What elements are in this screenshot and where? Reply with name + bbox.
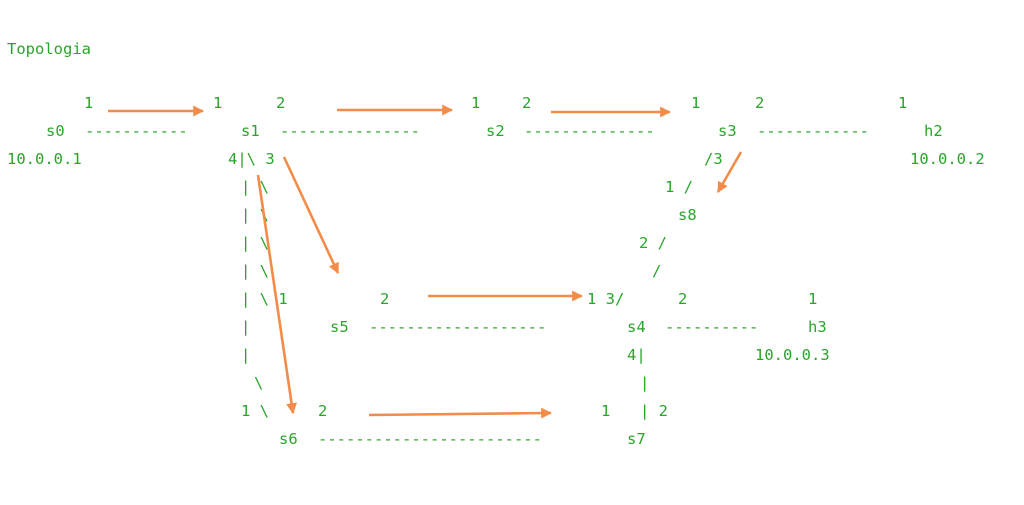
node-s4: s4 bbox=[627, 318, 646, 336]
node-s8: s8 bbox=[678, 206, 697, 224]
port-label: 1 bbox=[691, 94, 700, 112]
node-s5: s5 bbox=[330, 318, 349, 336]
arrow-s1-s6 bbox=[256, 174, 297, 415]
link-s1-s2: --------------- bbox=[280, 122, 420, 140]
link-segment: \ bbox=[254, 374, 263, 392]
link-segment: | bbox=[241, 346, 250, 364]
link-segment: | \ bbox=[241, 178, 269, 196]
link-s0-s1: ----------- bbox=[85, 122, 188, 140]
ip-s0: 10.0.0.1 bbox=[7, 150, 82, 168]
node-s6: s6 bbox=[279, 430, 298, 448]
link-s3-h2: ------------ bbox=[757, 122, 869, 140]
ip-h2: 10.0.0.2 bbox=[910, 150, 985, 168]
node-s2: s2 bbox=[486, 122, 505, 140]
link-segment: | \ 1 bbox=[241, 290, 288, 308]
port-label: 1 / bbox=[665, 178, 693, 196]
link-s6-s7: ------------------------ bbox=[318, 430, 542, 448]
ip-h3: 10.0.0.3 bbox=[755, 346, 830, 364]
page-title: Topologia bbox=[7, 40, 91, 58]
port-label: 1 bbox=[213, 94, 222, 112]
link-s4-h3: ---------- bbox=[665, 318, 758, 336]
node-s0: s0 bbox=[46, 122, 65, 140]
port-label: 2 bbox=[276, 94, 285, 112]
port-label: 2 bbox=[522, 94, 531, 112]
ascii-layer: Topologia 1 1 2 1 2 1 2 1 s0 -----------… bbox=[7, 40, 985, 448]
node-h3: h3 bbox=[808, 318, 827, 336]
port-label: 1 bbox=[601, 402, 610, 420]
node-s3: s3 bbox=[718, 122, 737, 140]
port-label: 2 bbox=[678, 290, 687, 308]
link-segment: | bbox=[241, 318, 250, 336]
node-s7: s7 bbox=[627, 430, 646, 448]
path-arrows bbox=[108, 104, 743, 419]
port-label: 2 bbox=[318, 402, 327, 420]
link-segment: | \ bbox=[241, 262, 269, 280]
link-s5-s4: ------------------- bbox=[369, 318, 546, 336]
link-segment: | \ bbox=[241, 234, 269, 252]
link-s2-s3: -------------- bbox=[524, 122, 655, 140]
node-s1: s1 bbox=[241, 122, 260, 140]
port-label: /3 bbox=[704, 150, 723, 168]
port-label: 1 bbox=[84, 94, 93, 112]
port-label: | 2 bbox=[640, 402, 668, 420]
arrow-s6-s7 bbox=[368, 407, 553, 419]
port-label: 2 bbox=[380, 290, 389, 308]
port-label: 4| bbox=[627, 346, 646, 364]
port-label: 1 bbox=[898, 94, 907, 112]
port-label: 2 / bbox=[639, 234, 667, 252]
link-segment: | bbox=[640, 374, 649, 392]
arrow-s3-s8 bbox=[716, 151, 743, 193]
link-segment: / bbox=[652, 262, 661, 280]
arrow-s1-s5 bbox=[282, 156, 340, 274]
port-label: 1 bbox=[808, 290, 817, 308]
port-label: 1 bbox=[471, 94, 480, 112]
port-label: 1 3/ bbox=[587, 290, 624, 308]
node-h2: h2 bbox=[924, 122, 943, 140]
port-label: 2 bbox=[755, 94, 764, 112]
port-label: 1 \ bbox=[241, 402, 269, 420]
port-label: 4|\ 3 bbox=[228, 150, 275, 168]
